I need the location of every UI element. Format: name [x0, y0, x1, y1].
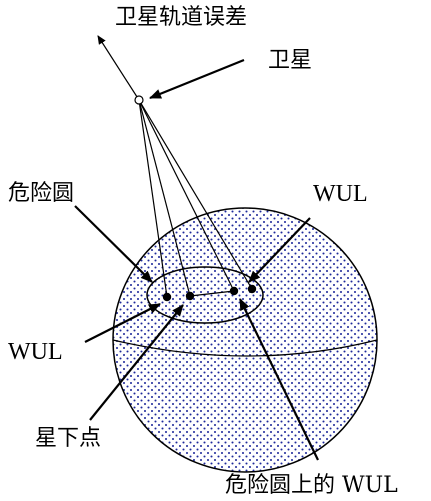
wul-point-danger-circle [229, 286, 239, 296]
ray-to-point-4 [138, 99, 253, 290]
satellite-marker [134, 95, 144, 105]
wul-danger-circle-callout-arrow [239, 298, 319, 461]
wul-point-left [162, 292, 172, 302]
wul-on-danger-circle-label: 危险圆上的 WUL [225, 473, 398, 498]
satellite-label: 卫星 [268, 48, 312, 73]
ray-to-point-2 [138, 99, 191, 297]
ray-to-point-3 [138, 99, 235, 292]
satellite-callout-arrow [149, 58, 245, 100]
wul-point-right [247, 284, 257, 294]
danger-circle-ellipse [146, 266, 264, 324]
orbit-error-arrow [97, 35, 140, 101]
subsatellite-point-label: 星下点 [35, 426, 101, 451]
earth-sphere [112, 207, 378, 473]
wul-top-callout-arrow [248, 217, 311, 283]
danger-circle-callout-arrow [74, 205, 153, 283]
danger-circle-label: 危险圆 [8, 181, 74, 206]
ray-to-point-1 [138, 99, 168, 298]
subsatellite-callout-arrow [89, 304, 184, 421]
wul-left-callout-arrow [84, 303, 161, 343]
wul-left-label: WUL [8, 339, 63, 365]
orbit-error-label: 卫星轨道误差 [115, 5, 247, 30]
wul-top-label: WUL [313, 181, 368, 207]
subsatellite-point [185, 291, 195, 301]
surface-connector [189, 290, 235, 297]
